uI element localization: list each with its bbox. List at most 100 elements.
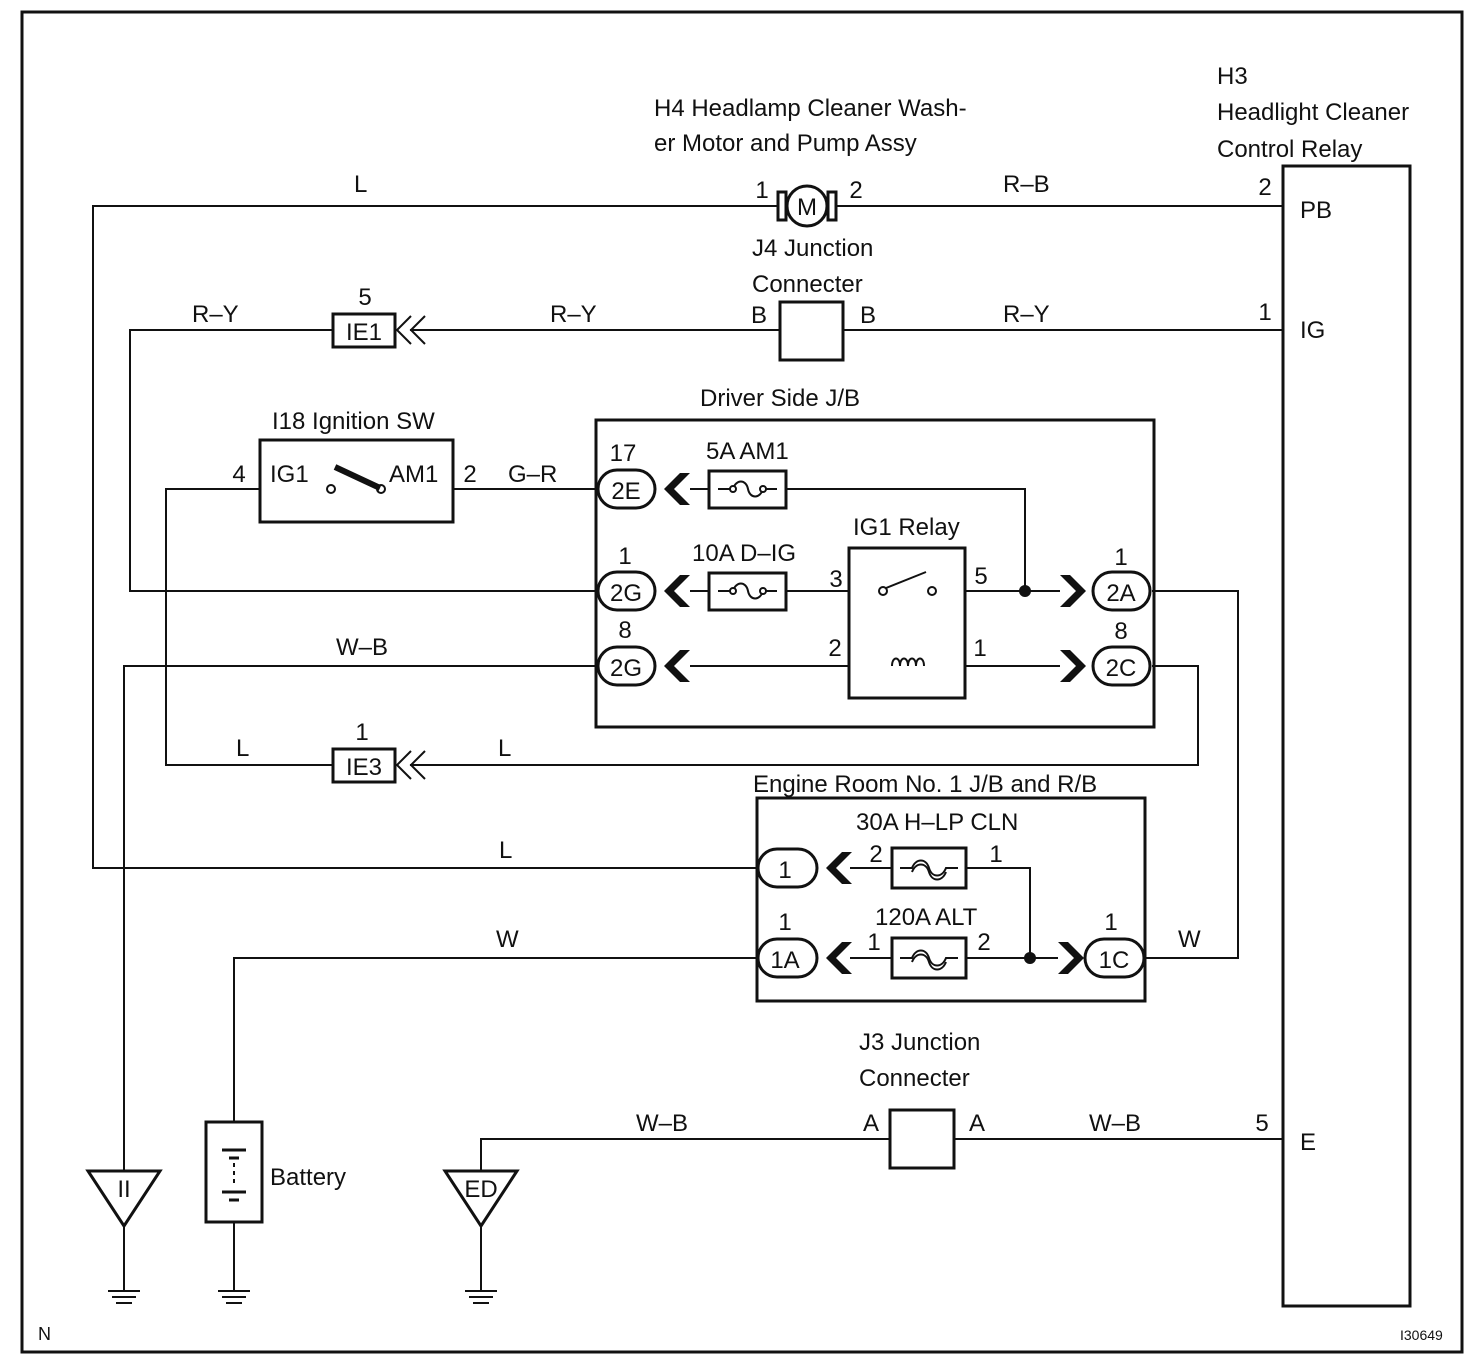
connector-ie1: IE1 xyxy=(331,312,426,349)
pin-j3-a-left: A xyxy=(863,1110,879,1137)
j4-title-line1: J4 Junction xyxy=(752,235,873,262)
connector-2g-bottom: 2G xyxy=(596,645,690,687)
pin-sw-2: 2 xyxy=(463,461,476,488)
switch-term-ig1: IG1 xyxy=(270,461,309,488)
connector-2g-bottom-label: 2G xyxy=(610,655,642,682)
pin-2c: 8 xyxy=(1114,618,1127,645)
pin-j4-b-right: B xyxy=(860,302,876,329)
connector-1c-label: 1C xyxy=(1099,947,1130,974)
connector-1-label: 1 xyxy=(778,857,791,884)
pin-relay-e: 5 xyxy=(1255,1110,1268,1137)
connector-2e-label: 2E xyxy=(611,478,640,505)
connector-1a: 1A xyxy=(756,937,852,979)
connector-2a: 2A xyxy=(1060,570,1152,612)
corner-n: N xyxy=(38,1324,51,1344)
ground-ed: ED xyxy=(442,1169,520,1304)
pin-2a: 1 xyxy=(1114,544,1127,571)
pin-j3-a-right: A xyxy=(969,1110,985,1137)
ig1-relay-box xyxy=(847,546,967,700)
wire-color-j3-wb-left: W–B xyxy=(636,1110,688,1137)
wire-color-eng-l: L xyxy=(499,837,512,864)
connector-ie3-label: IE3 xyxy=(346,754,382,781)
ignition-sw-box xyxy=(258,438,455,524)
page-border xyxy=(20,10,1464,1354)
wire-color-ry-mid: R–Y xyxy=(550,301,597,328)
corner-code: I30649 xyxy=(1400,1327,1443,1343)
wire-jb-am1-r xyxy=(786,488,1026,591)
h4-title-line1: H4 Headlamp Cleaner Wash- xyxy=(654,95,967,122)
engine-room-jb-box xyxy=(755,796,1147,1003)
junction-dot-jb xyxy=(1019,585,1031,597)
pin-relay-pb: 2 xyxy=(1258,174,1271,201)
pin-j4-b-left: B xyxy=(751,302,767,329)
ground-ii-label: II xyxy=(117,1176,130,1203)
connector-2c: 2C xyxy=(1060,645,1152,687)
h3-title-line1: H3 xyxy=(1217,63,1248,90)
pin-relay-3: 3 xyxy=(829,566,842,593)
wire-color-top-rb: R–B xyxy=(1003,171,1050,198)
j4-title-line2: Connecter xyxy=(752,271,863,298)
pin-relay-1: 1 xyxy=(973,635,986,662)
wire-color-ie3-left-l: L xyxy=(236,735,249,762)
wire-color-eng-w-right: W xyxy=(1178,926,1201,953)
ground-ii: II xyxy=(85,1169,163,1304)
engine-room-jb-title: Engine Room No. 1 J/B and R/B xyxy=(753,771,1097,798)
ig1-relay-coil xyxy=(891,657,925,667)
wire-color-eng-w-left: W xyxy=(496,926,519,953)
battery-label: Battery xyxy=(270,1164,346,1191)
fuse-dig-label: 10A D–IG xyxy=(692,540,796,567)
pin-motor-2: 2 xyxy=(849,177,862,204)
wire-color-ie3-right-l: L xyxy=(498,735,511,762)
pin-2g-bottom: 8 xyxy=(618,617,631,644)
wire-color-top-l: L xyxy=(354,171,367,198)
ignition-switch-contact xyxy=(326,464,386,494)
connector-1: 1 xyxy=(756,847,852,889)
pin-ie3: 1 xyxy=(355,719,368,746)
connector-2a-label: 2A xyxy=(1106,580,1135,607)
pin-1c: 1 xyxy=(1104,909,1117,936)
motor-m-label: M xyxy=(797,194,817,221)
ground-ed-label: ED xyxy=(464,1176,497,1203)
j3-title-line1: J3 Junction xyxy=(859,1029,980,1056)
wire-battery-w xyxy=(233,957,758,1122)
j4-junction-box xyxy=(778,300,845,362)
relay-pin-pb: PB xyxy=(1300,197,1332,224)
h4-title-line2: er Motor and Pump Assy xyxy=(654,130,917,157)
fuse-dig xyxy=(707,571,788,612)
wire-color-ry-left: R–Y xyxy=(192,301,239,328)
wire-color-wb-left: W–B xyxy=(336,634,388,661)
motor-symbol: M xyxy=(776,184,838,228)
h3-relay-box xyxy=(1281,164,1412,1308)
connector-ie1-label: IE1 xyxy=(346,319,382,346)
pin-fuse-alt-2: 2 xyxy=(977,929,990,956)
connector-1c: 1C xyxy=(1058,937,1146,979)
pin-2e: 17 xyxy=(610,440,637,467)
relay-pin-ig: IG xyxy=(1300,317,1325,344)
driver-jb-box xyxy=(594,418,1156,729)
pin-relay-ig: 1 xyxy=(1258,299,1271,326)
switch-term-am1: AM1 xyxy=(389,461,438,488)
ignition-sw-title: I18 Ignition SW xyxy=(272,408,435,435)
pin-fuse-hlp-1: 1 xyxy=(989,841,1002,868)
j3-title-line2: Connecter xyxy=(859,1065,970,1092)
relay-pin-e: E xyxy=(1300,1129,1316,1156)
wire-j3-left xyxy=(480,1138,890,1172)
wire-l-top xyxy=(92,205,780,869)
junction-dot-er xyxy=(1024,952,1036,964)
wire-ry-left xyxy=(129,329,598,592)
battery-symbol xyxy=(204,1120,264,1224)
pin-ie1: 5 xyxy=(358,284,371,311)
connector-ie3: IE3 xyxy=(331,747,426,784)
ig1-relay-title: IG1 Relay xyxy=(853,514,960,541)
battery-ground xyxy=(218,1290,250,1304)
pin-fuse-hlp-2: 2 xyxy=(869,841,882,868)
fuse-hlp-cln-label: 30A H–LP CLN xyxy=(856,809,1018,836)
fuse-am1 xyxy=(707,469,788,510)
h3-title-line2: Headlight Cleaner xyxy=(1217,99,1409,126)
connector-2g-top-label: 2G xyxy=(610,580,642,607)
fuse-alt-label: 120A ALT xyxy=(875,904,978,931)
wire-color-gr: G–R xyxy=(508,461,557,488)
pin-relay-5: 5 xyxy=(974,563,987,590)
ig1-relay-contact xyxy=(878,571,937,596)
